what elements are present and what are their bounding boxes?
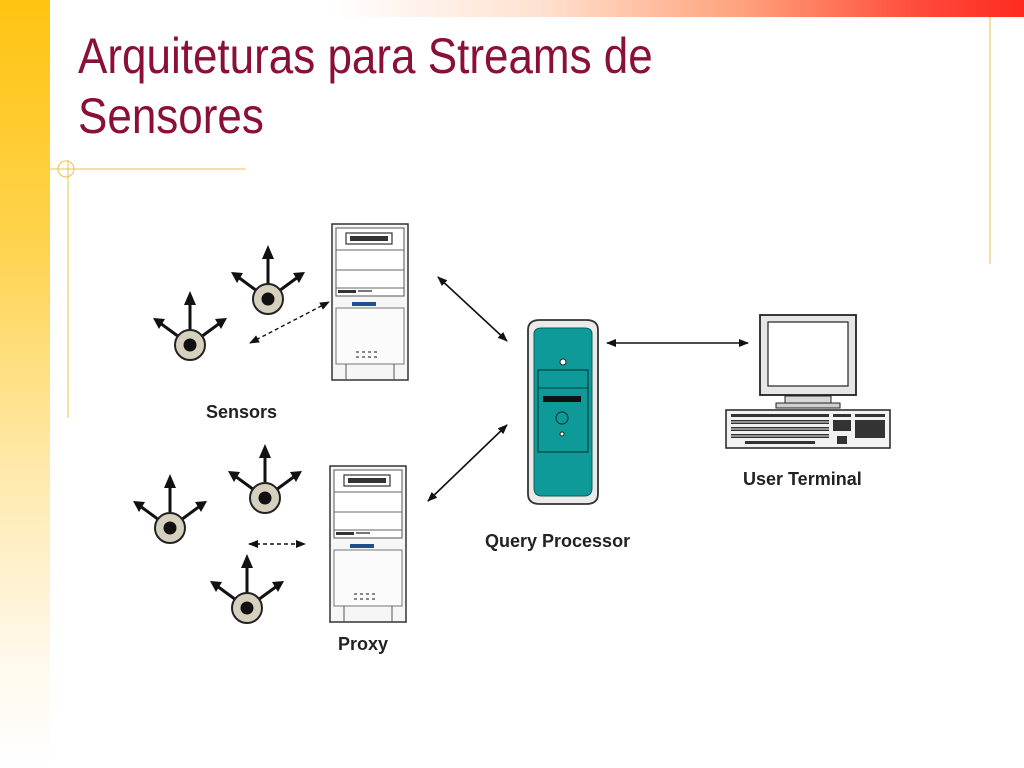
sensor-node-icon [131, 472, 209, 545]
sensor-proxy-link [249, 301, 330, 344]
slide-title-line2: Sensores [78, 88, 264, 144]
sensors-label: Sensors [206, 402, 278, 422]
sensor-node-icon [151, 289, 229, 362]
proxy-query-processor-link [437, 276, 508, 342]
left-accent-band [0, 0, 50, 768]
proxy-query-processor-link [427, 424, 508, 502]
top-accent-band [330, 0, 1024, 17]
sensor-node-icon [226, 442, 304, 515]
proxy-label: Proxy [338, 634, 389, 654]
connections [248, 276, 749, 548]
slide-title-line1: Arquiteturas para Streams de [78, 28, 653, 84]
sensor-node-icon [208, 552, 286, 625]
user-terminal-label: User Terminal [743, 469, 862, 489]
query-processor-label: Query Processor [485, 531, 631, 551]
proxy-server-icon [331, 223, 409, 381]
query-processor-icon [527, 319, 599, 505]
proxy-server-icon [329, 465, 407, 623]
decorative-lines [50, 17, 991, 418]
sensor-node-icon [229, 243, 307, 316]
user-terminal-icon [725, 314, 891, 449]
slide-title: Arquiteturas para Streams de Sensores [78, 26, 870, 146]
